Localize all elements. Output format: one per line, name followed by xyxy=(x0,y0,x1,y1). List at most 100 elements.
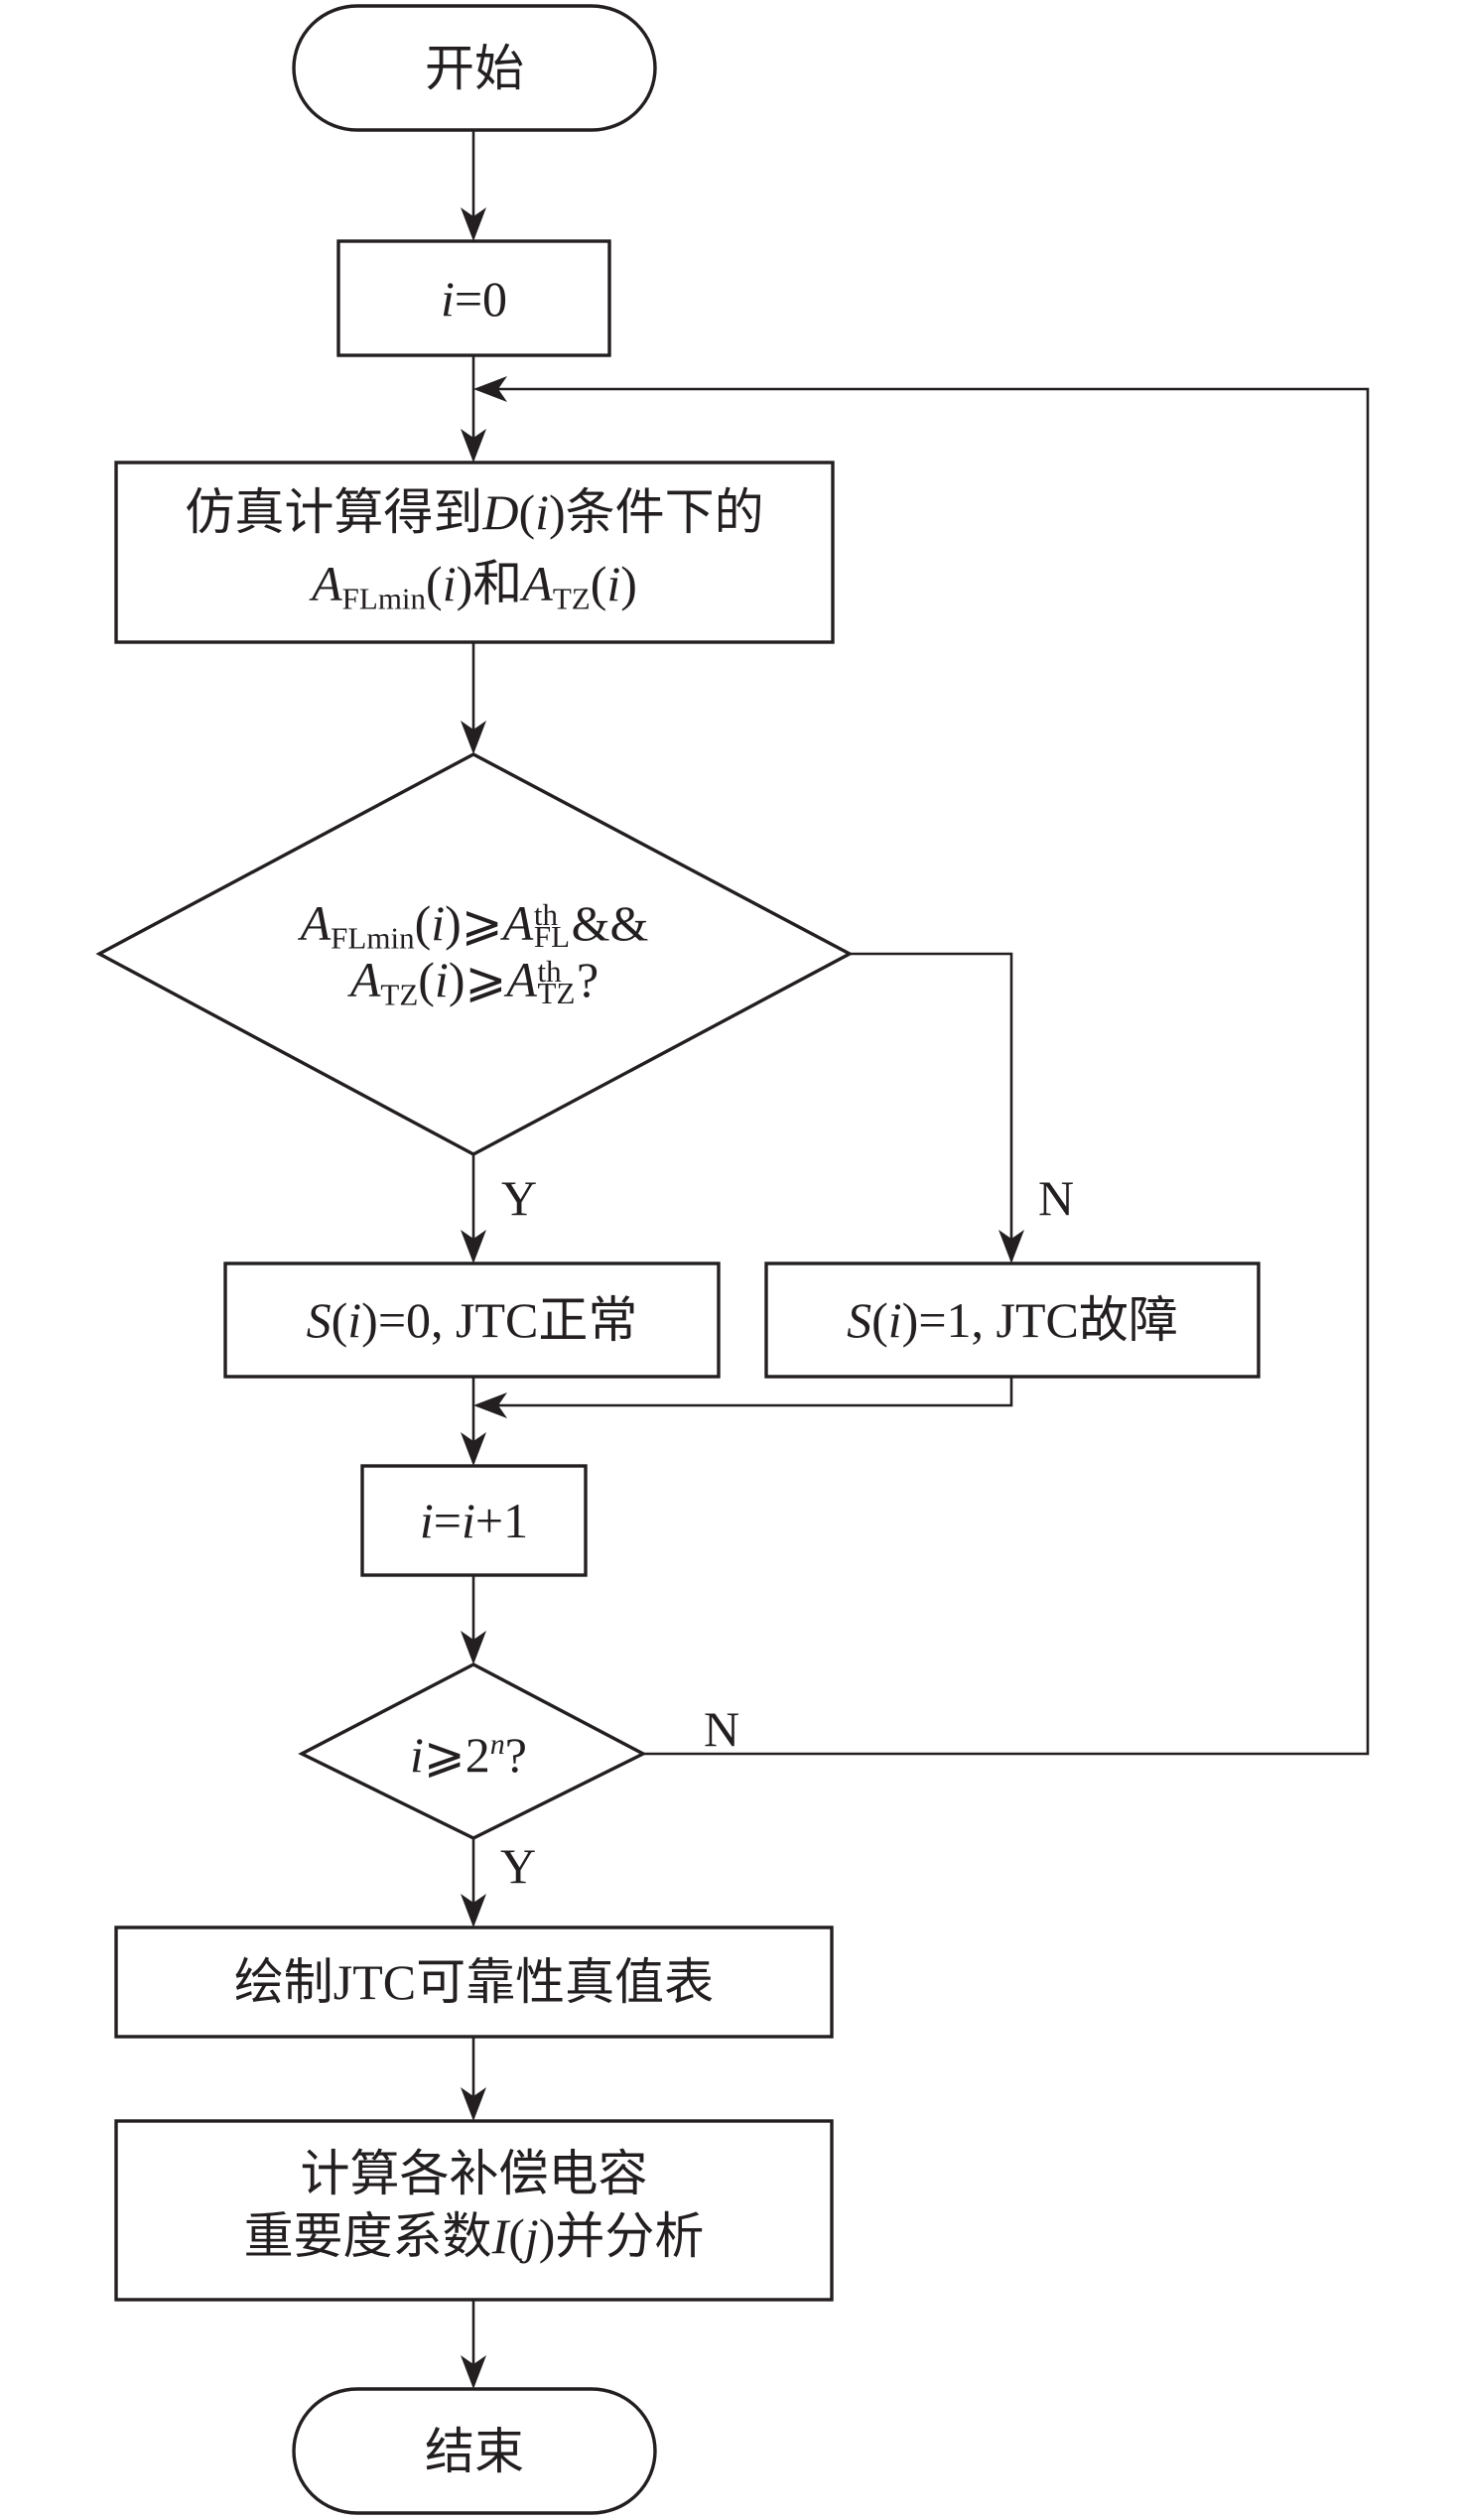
subscript: FLmin xyxy=(341,580,427,615)
init-node-label: i=0 xyxy=(338,241,609,355)
text-line: i=0 xyxy=(441,269,507,329)
math-variable: i xyxy=(409,1726,424,1783)
text-run: 计算各补偿电容 xyxy=(300,2146,648,2201)
arrowhead-down-icon xyxy=(461,429,486,463)
text-run: )和 xyxy=(456,555,523,611)
text-run: ( xyxy=(518,483,536,540)
text-run: ⩾2 xyxy=(423,1726,490,1783)
text-run: 结束 xyxy=(425,2423,524,2479)
superscript: th xyxy=(533,896,558,932)
text-line: 开始 xyxy=(425,39,524,98)
normal-node-label: S(i)=0, JTC正常 xyxy=(225,1263,719,1377)
importance-box-shape xyxy=(114,2119,834,2302)
subscript: TZ xyxy=(380,976,419,1011)
connector-fault-merge xyxy=(476,1377,1013,1407)
increment-node-label: i=i+1 xyxy=(362,1466,586,1575)
text-run: )⩾ xyxy=(445,894,503,951)
threshold-no-label: N xyxy=(1037,1170,1075,1226)
arrowhead-down-icon xyxy=(461,2087,486,2121)
math-variable: i xyxy=(887,1292,902,1348)
text-run: )⩾ xyxy=(448,951,507,1007)
math-variable: A xyxy=(349,951,381,1007)
end-node-label: 结束 xyxy=(294,2389,655,2513)
text-run: 绘制JTC可靠性真值表 xyxy=(233,1954,715,2010)
text-run: )并分析 xyxy=(538,2208,705,2264)
text-line: 结束 xyxy=(425,2422,524,2481)
text-run: ( xyxy=(414,894,432,951)
text-line: AFLmin(i)和ATZ(i) xyxy=(312,548,637,619)
subscript: FLmin xyxy=(331,919,415,955)
text-run: 条件下的 xyxy=(565,483,764,540)
math-variable: A xyxy=(506,951,537,1007)
text-run: ) xyxy=(549,483,566,540)
superscript: n xyxy=(489,1727,505,1761)
arrowhead-down-icon xyxy=(461,1432,486,1466)
arrowhead-left-icon xyxy=(473,1393,507,1418)
loop-no-label: N xyxy=(703,1701,740,1757)
math-variable: A xyxy=(522,555,553,611)
arrowhead-down-icon xyxy=(461,1230,486,1263)
text-run: ( xyxy=(871,1292,888,1348)
text-run: ( xyxy=(331,1292,348,1348)
math-variable: I xyxy=(491,2208,509,2264)
text-run: ( xyxy=(426,555,443,611)
end-terminator-shape xyxy=(292,2387,657,2515)
connector-threshold-no xyxy=(850,952,1013,1260)
arrowhead-down-icon xyxy=(461,2355,486,2389)
start-terminator-shape xyxy=(292,4,657,132)
text-run: ? xyxy=(576,951,599,1007)
start-node-label: 开始 xyxy=(294,6,655,130)
math-variable: i xyxy=(442,555,457,611)
math-variable: i xyxy=(535,483,549,540)
math-variable: A xyxy=(502,894,534,951)
arrowhead-down-icon xyxy=(461,721,486,754)
math-variable: j xyxy=(524,2208,539,2264)
math-variable: i xyxy=(347,1292,362,1348)
text-run: 开始 xyxy=(425,40,524,96)
text-run: ? xyxy=(504,1726,527,1783)
text-line: i=i+1 xyxy=(420,1491,528,1550)
superscript: th xyxy=(537,953,562,989)
math-variable: A xyxy=(300,894,332,951)
math-variable: D xyxy=(482,483,519,540)
math-variable: i xyxy=(434,951,449,1007)
text-run: && xyxy=(571,894,649,951)
threshold-yes-label: Y xyxy=(500,1170,538,1226)
text-run: ( xyxy=(508,2208,525,2264)
math-variable: A xyxy=(312,555,342,611)
connector-loop-no-back xyxy=(476,387,1370,1756)
subscript: TZ xyxy=(552,580,591,615)
text-run: ( xyxy=(418,951,435,1007)
text-run: ( xyxy=(590,555,607,611)
text-line: 重要度系数I(j)并分析 xyxy=(244,2205,705,2268)
text-run: 仿真计算得到 xyxy=(185,483,483,540)
init-box-shape xyxy=(336,239,611,357)
text-run: +1 xyxy=(474,1493,529,1548)
arrowhead-down-icon xyxy=(999,1230,1024,1263)
math-variable: i xyxy=(440,270,455,327)
math-variable: i xyxy=(419,1493,434,1548)
arrowhead-down-icon xyxy=(461,1894,486,1927)
loop-decision-label: i⩾2n? xyxy=(298,1664,639,1838)
truth-table-box-shape xyxy=(114,1925,834,2039)
truth-table-node-label: 绘制JTC可靠性真值表 xyxy=(116,1927,832,2037)
normal-box-shape xyxy=(223,1261,721,1379)
text-line: 计算各补偿电容 xyxy=(301,2143,648,2205)
arrowhead-left-icon xyxy=(473,376,507,402)
fault-node-label: S(i)=1, JTC故障 xyxy=(766,1263,1259,1377)
text-run: = xyxy=(433,1493,462,1548)
text-line: 仿真计算得到D(i)条件下的 xyxy=(185,476,763,548)
text-run: ) xyxy=(620,555,637,611)
text-line: S(i)=0, JTC正常 xyxy=(307,1290,638,1350)
math-variable: i xyxy=(431,894,446,951)
text-run: )=1, JTC故障 xyxy=(901,1292,1178,1348)
subscript: TZ xyxy=(537,975,576,1010)
text-run: 重要度系数 xyxy=(243,2208,492,2264)
text-line: S(i)=1, JTC故障 xyxy=(847,1290,1178,1350)
subscript: FL xyxy=(533,918,571,954)
loop-yes-label: Y xyxy=(499,1838,537,1894)
